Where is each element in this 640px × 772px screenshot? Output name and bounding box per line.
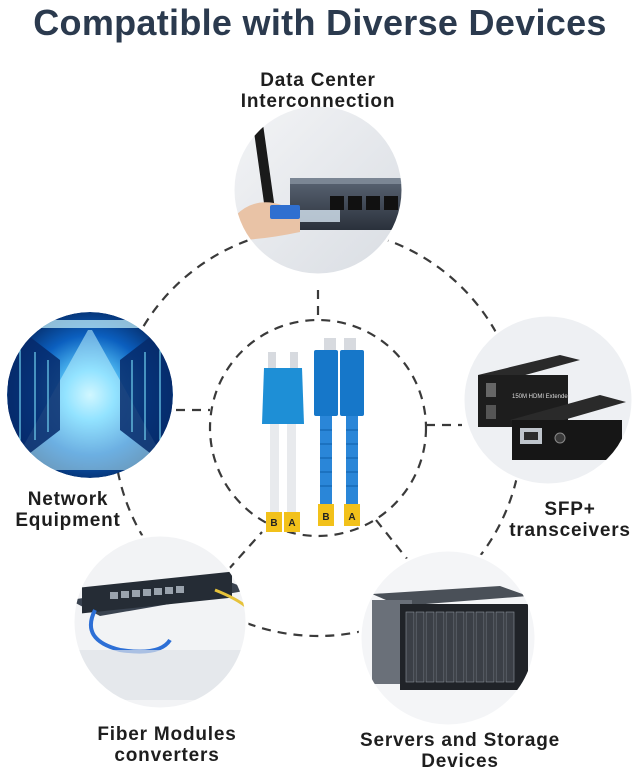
label-sfp-line2: transceivers bbox=[509, 520, 631, 541]
connector-lines bbox=[176, 290, 462, 571]
label-sfp-line1: SFP+ bbox=[544, 499, 596, 520]
label-network-line2: Equipment bbox=[15, 510, 121, 531]
label-servers-storage: Servers and Storage Devices bbox=[340, 730, 580, 772]
label-fiber-modules: Fiber Modules converters bbox=[72, 724, 262, 766]
sfp-transceiver-image: 150M HDMI Extender bbox=[463, 315, 633, 485]
label-data-center: Data Center Interconnection bbox=[218, 70, 418, 112]
connector-label-b2: B bbox=[322, 512, 329, 523]
connector-label-b1: B bbox=[270, 518, 277, 529]
connector-label-a2: A bbox=[348, 512, 355, 523]
label-network-line1: Network bbox=[27, 489, 109, 510]
extender-label: 150M HDMI Extender bbox=[512, 394, 570, 400]
fiber-patch-cable-image: B A B A bbox=[262, 338, 364, 532]
label-fiber-line1: Fiber Modules bbox=[97, 724, 237, 745]
label-data-center-line1: Data Center bbox=[260, 70, 376, 91]
label-sfp: SFP+ transceivers bbox=[500, 499, 640, 541]
network-equipment-image bbox=[7, 312, 173, 478]
label-fiber-line2: converters bbox=[114, 745, 220, 766]
label-data-center-line2: Interconnection bbox=[240, 91, 396, 112]
label-servers-line1: Servers and Storage bbox=[359, 730, 560, 751]
servers-storage-image bbox=[360, 550, 536, 726]
data-center-image bbox=[233, 105, 403, 275]
connector-label-a1: A bbox=[288, 518, 295, 529]
label-servers-line2: Devices bbox=[421, 751, 499, 772]
fiber-modules-image bbox=[73, 535, 247, 709]
page-title: Compatible with Diverse Devices bbox=[33, 2, 607, 43]
label-network-equipment: Network Equipment bbox=[6, 489, 130, 531]
